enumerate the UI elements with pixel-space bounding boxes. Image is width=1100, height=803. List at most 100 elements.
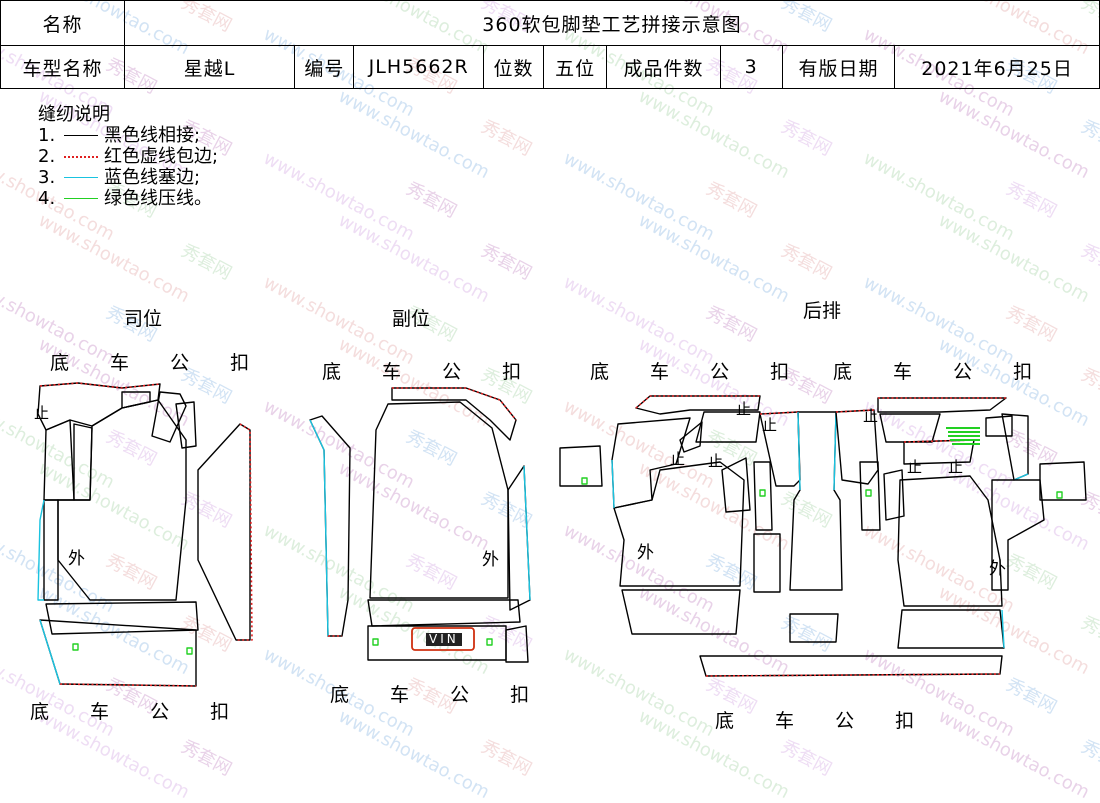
legend-text: 绿色线压线。 bbox=[104, 187, 212, 209]
count-label: 成品件数 bbox=[606, 45, 721, 89]
driver-top-edge-label: 底 车 公 扣 bbox=[50, 352, 250, 374]
driver-right-panel bbox=[197, 423, 251, 641]
green-mark bbox=[186, 647, 193, 655]
date-value: 2021年6月25日 bbox=[894, 45, 1100, 89]
driver-section-title: 司位 bbox=[124, 308, 163, 330]
rear-left-small-piece bbox=[559, 445, 603, 487]
blue-edge bbox=[611, 459, 615, 509]
rear-left-rail-bottom bbox=[753, 533, 781, 593]
passenger-outer-marker: 外 bbox=[482, 550, 499, 570]
driver-heel-strip bbox=[43, 499, 59, 601]
red-edge bbox=[59, 683, 197, 687]
blue-edge bbox=[1013, 473, 1029, 481]
rear-right-console-top bbox=[879, 413, 941, 443]
passenger-left-panel bbox=[309, 415, 351, 637]
passenger-section-title: 副位 bbox=[392, 308, 431, 330]
legend-title: 缝纫说明 bbox=[38, 103, 110, 125]
red-edge bbox=[236, 423, 253, 641]
passenger-corner-tab bbox=[505, 625, 529, 663]
blue-edge bbox=[1001, 609, 1005, 649]
legend-num: 1. bbox=[38, 124, 56, 146]
header-table: 名称 360软包脚垫工艺拼接示意图 车型名称 星越L 编号 JLH5662R 位… bbox=[0, 0, 1100, 89]
rear-section-title: 后排 bbox=[803, 300, 842, 322]
green-mark bbox=[1056, 491, 1063, 499]
rear-right-seat-insert bbox=[883, 469, 905, 521]
rear-right-outer-marker: 外 bbox=[989, 559, 1006, 579]
model-value: 星越L bbox=[123, 45, 296, 89]
rear-left-top-edge-label: 底 车 公 扣 bbox=[590, 361, 790, 383]
red-edge bbox=[635, 395, 760, 409]
legend-num: 4. bbox=[38, 187, 56, 209]
blue-edge bbox=[37, 499, 45, 601]
blue-edge bbox=[797, 411, 837, 491]
legend-text: 蓝色线塞边; bbox=[104, 166, 201, 188]
legend-num: 2. bbox=[38, 145, 56, 167]
rear-right-seat-rail bbox=[859, 461, 881, 531]
rear-left-upper-floor bbox=[611, 417, 691, 509]
seats-label: 位数 bbox=[482, 45, 545, 89]
rear-pieces bbox=[559, 395, 1087, 677]
blue-edge bbox=[309, 419, 329, 637]
watermark-text: 秀套网 bbox=[1077, 736, 1100, 781]
driver-pieces bbox=[37, 382, 253, 687]
passenger-top-edge-label: 底 车 公 扣 bbox=[322, 361, 522, 383]
driver-bottom-piece bbox=[39, 619, 197, 687]
black-line-swatch bbox=[64, 135, 98, 136]
green-mark bbox=[72, 643, 79, 651]
rear-bottom-edge-label: 底 车 公 扣 bbox=[715, 710, 915, 732]
driver-top-piece bbox=[37, 382, 161, 431]
sewing-legend: 缝纫说明 1. 黑色线相接; 2. 红色虚线包边; 3. 蓝色线塞边; 4. 绿… bbox=[38, 104, 218, 209]
driver-left-inner bbox=[73, 423, 93, 501]
rear-right-top-edge-label: 底 车 公 扣 bbox=[833, 361, 1033, 383]
watermark-text: 秀套网 bbox=[777, 736, 836, 781]
legend-item: 3. 蓝色线塞边; bbox=[38, 167, 218, 188]
green-press-lines bbox=[946, 427, 980, 445]
red-edge bbox=[759, 411, 799, 415]
blue-edge bbox=[523, 465, 531, 601]
legend-item: 2. 红色虚线包边; bbox=[38, 146, 218, 167]
legend-item: 4. 绿色线压线。 bbox=[38, 188, 218, 209]
green-mark bbox=[486, 638, 493, 646]
name-label: 名称 bbox=[0, 0, 125, 46]
vin-label: VIN bbox=[426, 633, 462, 646]
stop-marker: 止 bbox=[907, 458, 923, 476]
green-mark bbox=[372, 638, 379, 646]
passenger-pieces bbox=[309, 387, 531, 663]
driver-main-floor bbox=[57, 399, 187, 601]
stop-marker: 止 bbox=[736, 400, 752, 418]
rear-left-tunnel-side bbox=[759, 411, 801, 487]
passenger-main-floor bbox=[369, 401, 509, 599]
date-label: 有版日期 bbox=[781, 45, 896, 89]
code-value: JLH5662R bbox=[353, 45, 484, 89]
pattern-pieces bbox=[37, 382, 1087, 687]
red-edge bbox=[392, 387, 517, 421]
stop-marker: 止 bbox=[708, 452, 724, 470]
rear-long-bottom-strip bbox=[699, 655, 1003, 677]
passenger-bottom-edge-label: 底 车 公 扣 bbox=[330, 684, 530, 706]
green-line-swatch bbox=[64, 198, 98, 199]
rear-right-tunnel-side bbox=[835, 409, 879, 485]
driver-sill-piece bbox=[45, 601, 199, 635]
rear-left-seat-insert bbox=[721, 457, 751, 513]
rear-left-main-floor bbox=[613, 461, 745, 587]
stop-marker: 止 bbox=[762, 416, 778, 434]
driver-side-strip bbox=[175, 401, 197, 449]
vin-window bbox=[411, 627, 475, 651]
page-title: 360软包脚垫工艺拼接示意图 bbox=[123, 0, 1100, 46]
red-edge bbox=[39, 382, 161, 389]
green-mark bbox=[759, 489, 766, 497]
green-mark bbox=[865, 489, 872, 497]
rear-right-upper-side bbox=[1001, 413, 1029, 481]
rear-right-side-panel bbox=[991, 479, 1045, 591]
blue-edge bbox=[39, 619, 61, 685]
red-dotted-swatch bbox=[64, 155, 98, 158]
watermark-text: 秀套网 bbox=[177, 736, 236, 781]
red-edge bbox=[835, 409, 875, 413]
rear-right-small-piece bbox=[1039, 461, 1087, 501]
passenger-sill-piece bbox=[367, 599, 521, 627]
passenger-top-piece bbox=[391, 387, 517, 441]
driver-outer-marker: 外 bbox=[68, 549, 85, 569]
driver-bottom-edge-label: 底 车 公 扣 bbox=[30, 701, 230, 723]
driver-left-panel bbox=[43, 419, 75, 501]
